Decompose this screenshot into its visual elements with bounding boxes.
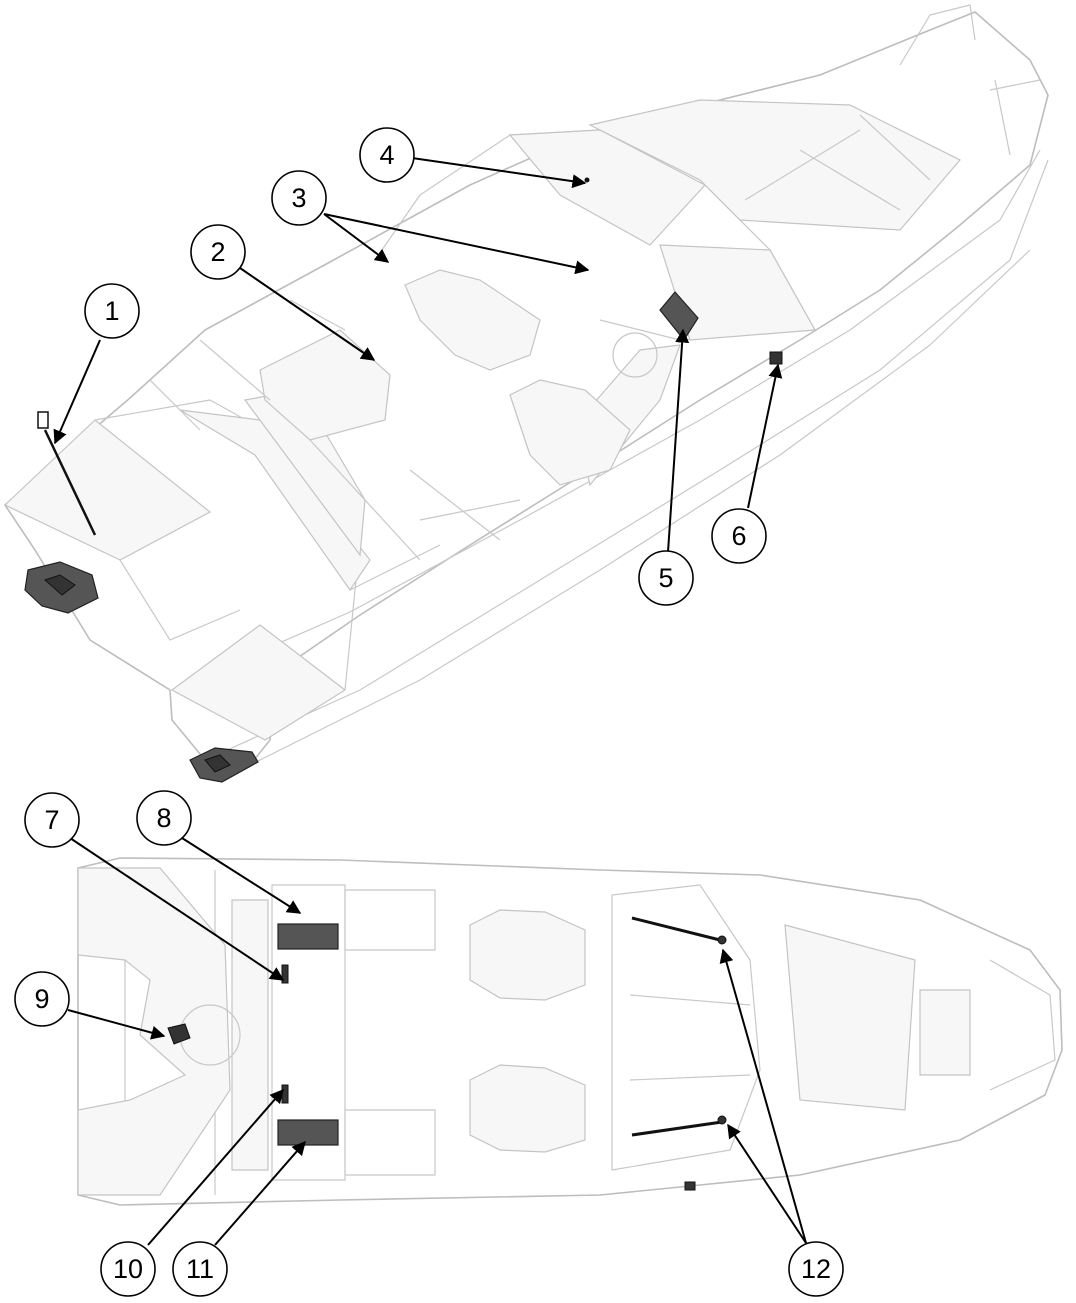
svg-text:11: 11 (186, 1254, 214, 1284)
leader-4 (411, 157, 587, 189)
swim-platform-left (3, 419, 212, 561)
leader-3b (323, 213, 590, 275)
leader-8 (181, 837, 302, 914)
leader-12a (719, 948, 807, 1244)
callout-11: 11 (172, 1241, 228, 1297)
callout-3: 3 (271, 170, 327, 226)
top-seat-starboard (469, 1064, 586, 1153)
svg-text:9: 9 (34, 984, 49, 1014)
isometric-boat-view (3, 4, 1049, 783)
drain-plug (167, 1023, 191, 1045)
top-boat-view (77, 857, 1063, 1206)
switch-7 (281, 964, 289, 984)
callout-6: 6 (711, 508, 767, 564)
callout-4: 4 (359, 127, 415, 183)
callout-8: 8 (136, 790, 192, 846)
svg-text:5: 5 (658, 563, 673, 593)
antenna-pole (43, 429, 97, 536)
leader-12b (727, 1123, 807, 1244)
leader-11 (214, 1140, 306, 1246)
leader-1 (53, 339, 101, 445)
callouts: 1 2 3 4 5 6 7 8 9 10 11 12 (14, 127, 844, 1297)
svg-text:1: 1 (104, 296, 119, 326)
callout-10: 10 (100, 1241, 156, 1297)
leader-2 (239, 267, 376, 361)
callout-1: 1 (84, 283, 140, 339)
battery-top (277, 923, 339, 950)
callout-7: 7 (24, 792, 80, 848)
fitting-6 (769, 351, 783, 365)
leader-lines (53, 157, 807, 1246)
top-seat-port (469, 909, 586, 1001)
svg-text:10: 10 (113, 1254, 143, 1284)
leader-9 (67, 1009, 166, 1040)
leader-7 (69, 837, 285, 981)
callout-5: 5 (638, 550, 694, 606)
svg-text:3: 3 (291, 183, 306, 213)
battery-bottom (277, 1119, 339, 1146)
svg-text:4: 4 (379, 140, 394, 170)
svg-text:7: 7 (44, 805, 59, 835)
callout-2: 2 (190, 224, 246, 280)
leader-6 (747, 363, 783, 509)
svg-text:8: 8 (156, 803, 171, 833)
leader-5 (667, 328, 690, 553)
seat-starboard (509, 379, 631, 486)
wiper-top (631, 916, 721, 942)
leader-10 (147, 1088, 284, 1246)
svg-text:6: 6 (731, 521, 746, 551)
leader-3a (323, 213, 390, 263)
wiper-bottom (631, 1120, 723, 1137)
seat-port (404, 269, 541, 371)
callout-9: 9 (14, 971, 70, 1027)
svg-text:12: 12 (801, 1254, 831, 1284)
storage-box (259, 329, 391, 441)
svg-text:2: 2 (210, 237, 225, 267)
switch-10 (281, 1084, 289, 1104)
callout-12: 12 (788, 1241, 844, 1297)
